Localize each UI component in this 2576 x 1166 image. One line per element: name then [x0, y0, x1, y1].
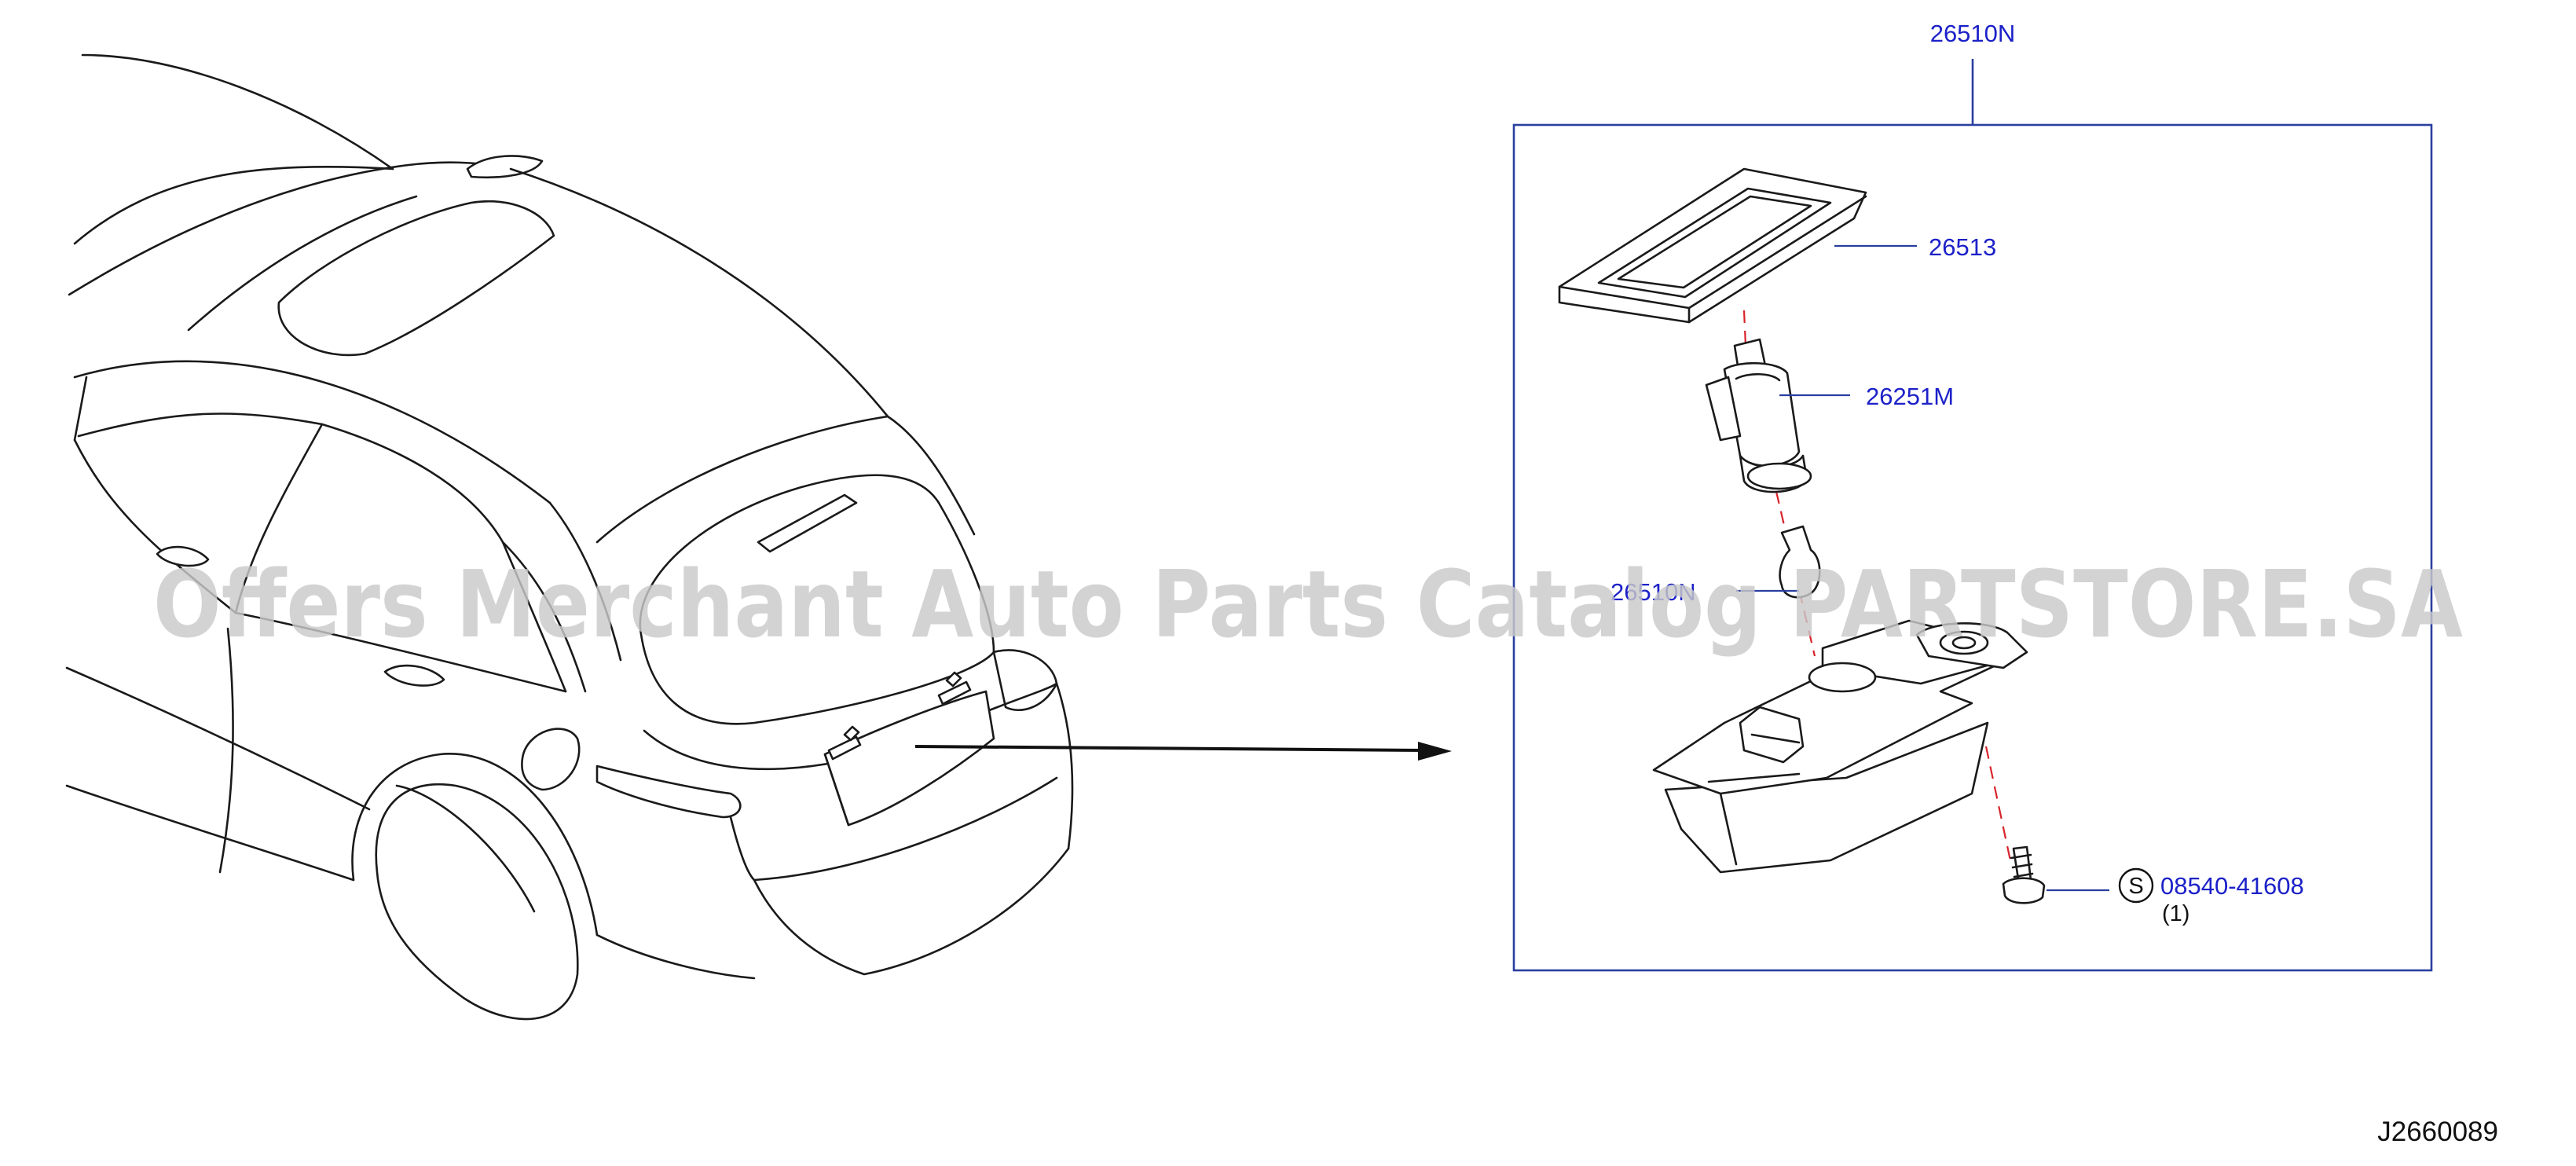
screw-part — [2002, 845, 2046, 904]
vehicle-illustration — [65, 53, 1074, 1021]
detail-frame — [1512, 59, 2433, 972]
part-number-assembly: 26510N — [1930, 20, 2016, 47]
watermark-text: Offers Merchant Auto Parts Catalog PARTS… — [153, 550, 2463, 658]
part-number-screw: 08540-41608 — [2160, 872, 2304, 900]
screw-symbol-label: S — [2128, 874, 2143, 899]
part-number-bulb: 26510N — [1610, 578, 1696, 606]
pointer-arrow — [914, 742, 1452, 761]
screw-standard-symbol — [2118, 867, 2154, 904]
lens-part — [1558, 167, 1867, 324]
bulb-part — [1779, 525, 1821, 599]
socket-part — [1705, 338, 1812, 493]
part-number-lens: 26513 — [1929, 233, 1996, 261]
screw-quantity: (1) — [2162, 901, 2189, 926]
part-number-socket: 26251M — [1866, 383, 1954, 410]
leader-lines — [1736, 244, 2109, 892]
assembly-centerlines — [1742, 310, 2013, 865]
diagram-code: J2660089 — [2377, 1116, 2498, 1147]
lamp-housing-part — [1652, 619, 2028, 874]
